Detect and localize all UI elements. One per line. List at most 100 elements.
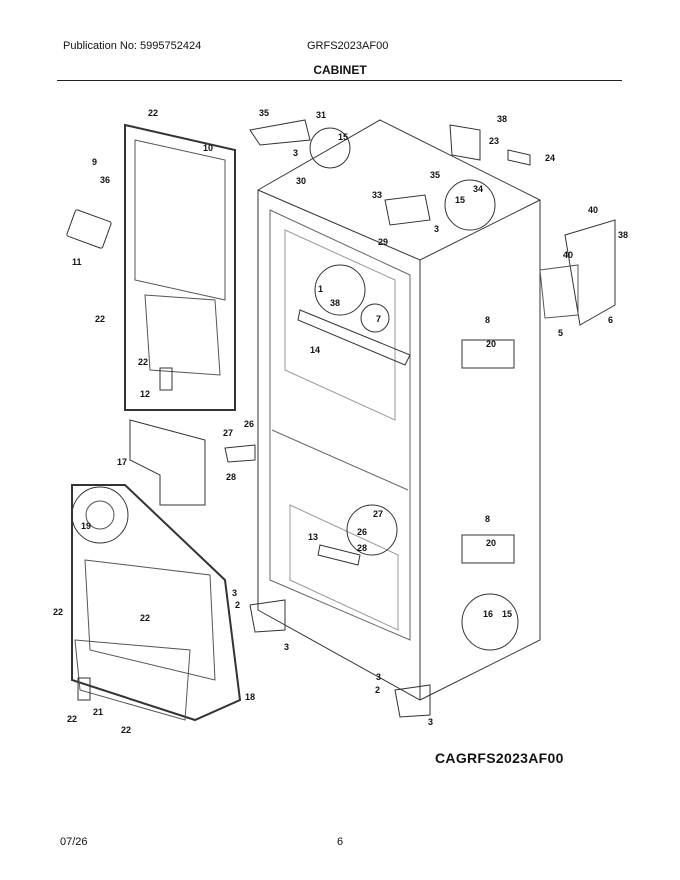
callout-9: 9 — [92, 157, 97, 167]
callout-10: 10 — [203, 143, 213, 153]
callout-22: 22 — [53, 607, 63, 617]
callout-26: 26 — [244, 419, 254, 429]
top-hinge-cover — [249, 119, 311, 146]
detail-circle-damper — [444, 179, 496, 231]
air-duct-assembly — [144, 294, 221, 376]
callout-3: 3 — [428, 717, 433, 727]
evaporator-fan — [85, 500, 115, 530]
callout-22: 22 — [138, 357, 148, 367]
callout-16: 16 — [483, 609, 493, 619]
callout-1: 1 — [318, 284, 323, 294]
page-title: CABINET — [313, 63, 367, 77]
model-number: GRFS2023AF00 — [307, 40, 389, 52]
callout-8: 8 — [485, 514, 490, 524]
callout-3: 3 — [284, 642, 289, 652]
callout-22: 22 — [148, 108, 158, 118]
callout-23: 23 — [489, 136, 499, 146]
connector — [507, 149, 531, 166]
detail-circle-freezer-light — [346, 504, 398, 556]
callout-21: 21 — [93, 707, 103, 717]
callout-35: 35 — [259, 108, 269, 118]
callout-22: 22 — [121, 725, 131, 735]
callout-28: 28 — [357, 543, 367, 553]
callout-15: 15 — [338, 132, 348, 142]
callout-3: 3 — [232, 588, 237, 598]
detail-circle-bulb — [360, 303, 390, 333]
callout-35: 35 — [430, 170, 440, 180]
freezer-cover-panel — [84, 559, 216, 681]
callout-15: 15 — [502, 609, 512, 619]
damper-cover — [384, 194, 431, 226]
light-bar-lower — [317, 544, 361, 566]
detail-circle-top — [309, 127, 351, 169]
freezer-back-wall — [289, 504, 399, 631]
callout-18: 18 — [245, 692, 255, 702]
wire-harness-kit-lower — [461, 534, 515, 564]
callout-27: 27 — [373, 509, 383, 519]
callout-17: 17 — [117, 457, 127, 467]
fan-detail-circle — [71, 486, 129, 544]
callout-38: 38 — [618, 230, 628, 240]
cabinet-top-edge — [257, 189, 541, 261]
callout-7: 7 — [376, 314, 381, 324]
callout-34: 34 — [473, 184, 483, 194]
callout-11: 11 — [72, 257, 82, 267]
callout-22: 22 — [67, 714, 77, 724]
bottom-hinge-left — [249, 599, 286, 633]
callout-38: 38 — [330, 298, 340, 308]
detail-circle-thermistor — [461, 593, 519, 651]
freezer-assembly-box — [71, 484, 242, 722]
detail-circle-light — [314, 264, 366, 316]
callout-31: 31 — [316, 110, 326, 120]
callout-26: 26 — [357, 527, 367, 537]
callout-14: 14 — [310, 345, 320, 355]
callout-28: 28 — [226, 472, 236, 482]
mullion-bracket — [224, 444, 256, 463]
callout-29: 29 — [378, 237, 388, 247]
callout-3: 3 — [376, 672, 381, 682]
publication-number: Publication No: 5995752424 — [63, 40, 202, 52]
small-plate-lower — [77, 677, 91, 701]
cabinet-body — [257, 119, 541, 701]
control-board-cover — [564, 219, 616, 326]
air-duct — [129, 419, 206, 506]
light-bar-upper — [297, 309, 411, 366]
page-number: 6 — [337, 836, 344, 848]
callout-20: 20 — [486, 538, 496, 548]
callout-19: 19 — [81, 521, 91, 531]
evaporator-cover-box — [124, 123, 236, 411]
fresh-food-liner — [269, 209, 411, 641]
footer-date: 07/26 — [60, 836, 88, 848]
callout-38: 38 — [497, 114, 507, 124]
callout-13: 13 — [308, 532, 318, 542]
callout-33: 33 — [372, 190, 382, 200]
callout-40: 40 — [563, 250, 573, 260]
bottom-hinge-right — [394, 684, 431, 718]
callout-3: 3 — [293, 148, 298, 158]
callout-30: 30 — [296, 176, 306, 186]
light-lens — [66, 209, 112, 249]
control-board — [539, 264, 579, 319]
callout-22: 22 — [140, 613, 150, 623]
mullion — [271, 429, 409, 491]
callout-27: 27 — [223, 428, 233, 438]
liner-back-wall — [284, 229, 396, 421]
small-plate — [159, 367, 173, 391]
callout-12: 12 — [140, 389, 150, 399]
diagram-code: CAGRFS2023AF00 — [435, 750, 564, 766]
freezer-lower-panel — [74, 639, 191, 721]
callout-2: 2 — [235, 600, 240, 610]
callout-40: 40 — [588, 205, 598, 215]
callout-6: 6 — [608, 315, 613, 325]
callout-2: 2 — [375, 685, 380, 695]
callout-3: 3 — [434, 224, 439, 234]
wire-harness-kit-upper — [461, 339, 515, 369]
evaporator-cover-panel — [134, 139, 226, 301]
callout-20: 20 — [486, 339, 496, 349]
callout-36: 36 — [100, 175, 110, 185]
callout-8: 8 — [485, 315, 490, 325]
callout-15: 15 — [455, 195, 465, 205]
callout-24: 24 — [545, 153, 555, 163]
